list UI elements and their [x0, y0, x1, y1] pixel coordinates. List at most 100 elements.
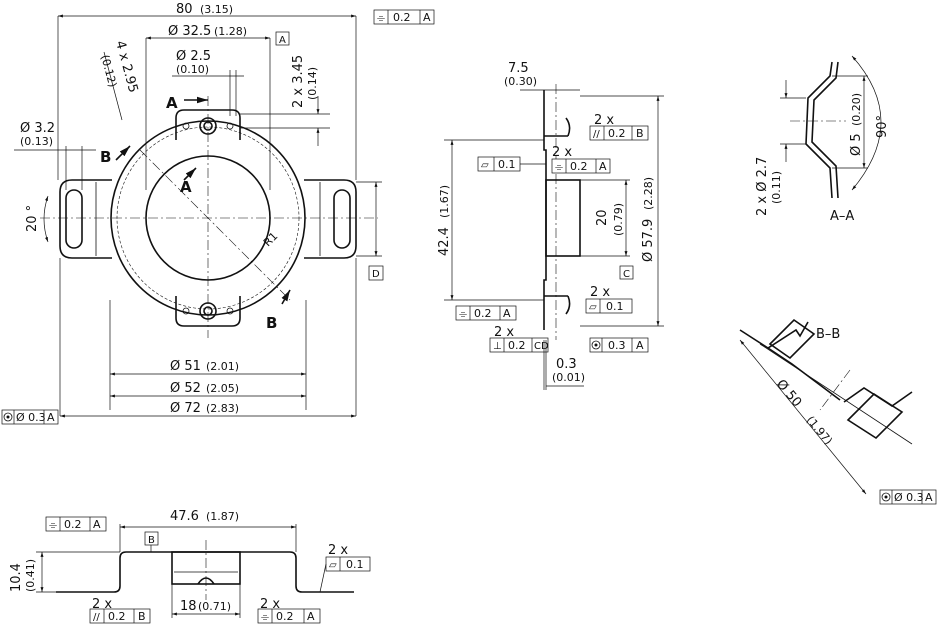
svg-text:Ø 0.3: Ø 0.3: [16, 411, 46, 424]
qty-2x: 2 x: [590, 285, 610, 300]
tol-frame-flatness-01-bottom: ▱ 0.1: [319, 556, 371, 593]
section-b-b: Ø 50 (1.97) B–B Ø 0.3 A: [739, 318, 937, 505]
tol-frame-sym-02-a-bottom-right: ⌯ 0.2 A: [257, 608, 321, 624]
dim-7-5-value: 7.5: [508, 61, 529, 76]
svg-text:⊥: ⊥: [493, 341, 502, 352]
section-b-label-left: B: [100, 148, 111, 166]
svg-text:A: A: [636, 339, 644, 352]
dim-32-5-inch: (1.28): [214, 25, 247, 38]
dim-0-3-value: 0.3: [556, 357, 577, 372]
right-slot: [333, 189, 351, 249]
svg-text:▱: ▱: [589, 302, 597, 313]
dim-20-inch: (0.79): [612, 203, 625, 236]
svg-text:▱: ▱: [329, 560, 337, 571]
svg-text:A: A: [925, 491, 933, 504]
dim-0-3-inch: (0.01): [552, 371, 585, 384]
qty-2x: 2 x: [328, 543, 348, 558]
dim-18-inch: (0.71): [198, 600, 231, 613]
svg-text:⌯: ⌯: [555, 162, 563, 173]
dim-5-value: Ø 5: [849, 133, 864, 156]
svg-text:B: B: [636, 127, 644, 140]
dim-72-value: Ø 72: [170, 401, 201, 416]
small-hole: [226, 307, 234, 315]
dim-18-value: 18: [180, 599, 197, 614]
section-a-arrow: [183, 167, 197, 181]
dim-47-6-inch: (1.87): [206, 510, 239, 523]
dim-7-5-inch: (0.30): [504, 75, 537, 88]
tol-frame-pos-03-a-side: 0.3 A: [589, 337, 649, 353]
leader-4x2-95: [103, 51, 123, 121]
dim-51-value: Ø 51: [170, 359, 201, 374]
dim-47-6-value: 47.6: [170, 509, 199, 524]
dim-57-9-inch: (2.28): [642, 177, 655, 210]
svg-text:A: A: [503, 307, 511, 320]
dim-57-9-value: Ø 57.9: [641, 219, 656, 262]
dim-72-inch: (2.83): [206, 402, 239, 415]
left-tab: [59, 179, 112, 259]
angle-20-arc: [43, 195, 49, 243]
svg-text:0.2: 0.2: [570, 160, 588, 173]
datum-d-box: [368, 265, 384, 281]
section-b-arrow: [115, 145, 131, 161]
dim-3-2-inch: (0.13): [20, 135, 53, 148]
right-tab: [304, 179, 357, 259]
dim-10-4-inch: (0.41): [24, 559, 37, 592]
side-view: 7.5 (0.30) 42.4 (1.67) 20 (0.79) C Ø 57.…: [437, 61, 664, 390]
tol-frame-phi03-a-bb: Ø 0.3 A: [879, 489, 937, 505]
tol-frame-parallel-02-b: // 0.2 B: [589, 125, 649, 141]
svg-text:0.2: 0.2: [474, 307, 492, 320]
diagonal-centerline: [139, 149, 291, 301]
section-b-label-right: B: [266, 314, 277, 332]
svg-text:B: B: [138, 610, 146, 623]
tol-frame-sym-02-a-lower: ⌯ 0.2 A: [455, 305, 517, 321]
datum-a-box: [275, 31, 290, 46]
dim-10-4-value: 10.4: [9, 563, 24, 592]
dim-2x3-45-value: 2 x 3.45: [291, 55, 306, 108]
dim-3-2-value: Ø 3.2: [20, 121, 55, 136]
datum-c-box: [619, 265, 634, 280]
tol-frame-perp-02-cd: ⊥ 0.2 CD: [489, 337, 549, 353]
svg-text:⌯: ⌯: [49, 520, 57, 531]
small-hole: [182, 307, 190, 315]
section-b-b-centerline: [819, 369, 851, 411]
svg-text:0.2: 0.2: [608, 127, 626, 140]
angle-90-arc: [851, 55, 882, 191]
dim-2x2-7-inch: (0.11): [770, 171, 783, 204]
dim-2x3-45-inch: (0.14): [306, 67, 319, 100]
section-a-a-profile: [805, 61, 833, 199]
side-lugs: [565, 117, 571, 315]
svg-text:⌯: ⌯: [261, 612, 269, 623]
dim-42-4-value: 42.4: [437, 227, 452, 256]
qty-2x: 2 x: [260, 597, 280, 612]
section-a-a: 2 x Ø 2.7 (0.11) Ø 5 (0.20) 90° A–A: [755, 55, 890, 224]
dim-20-value: 20: [595, 209, 610, 226]
section-a-label-center: A: [180, 178, 192, 196]
svg-text:CD: CD: [534, 341, 549, 352]
front-view: R1 80 (3.15) ⌯ 0.2 A Ø 32.5 (1.28) A Ø 2…: [1, 2, 435, 425]
tol-frame-flatness-01: ▱ 0.1: [477, 156, 546, 172]
datum-b-box: [144, 531, 159, 546]
tol-frame-02-a-top: ⌯ 0.2 A: [373, 9, 435, 25]
svg-text:0.2: 0.2: [108, 610, 126, 623]
angle-90-value: 90°: [875, 115, 890, 138]
dim-2-5-inch: (0.10): [176, 63, 209, 76]
svg-text:0.2: 0.2: [64, 518, 82, 531]
svg-text:0.3: 0.3: [608, 339, 626, 352]
left-slot: [65, 189, 83, 249]
section-b-arrow: [281, 289, 291, 305]
svg-text:A: A: [599, 160, 607, 173]
section-b-b-label: B–B: [816, 327, 840, 342]
side-hub: [545, 179, 581, 257]
dim-50-line: [739, 339, 867, 495]
bottom-view: 47.6 (1.87) ⌯ 0.2 A B 10.4 (0.41) 18 (0.…: [9, 509, 371, 624]
svg-text:0.2: 0.2: [276, 610, 294, 623]
dim-52-value: Ø 52: [170, 381, 201, 396]
qty-2x: 2 x: [92, 597, 112, 612]
qty-2x: 2 x: [494, 325, 514, 340]
dim-4x2-95-inch: (0.12): [98, 53, 119, 88]
dim-80-value: 80: [176, 2, 193, 17]
svg-text:0.1: 0.1: [498, 158, 516, 171]
dim-32-5-value: Ø 32.5: [168, 24, 211, 39]
section-b-b-upper-cup: [768, 318, 816, 360]
svg-text:⌯: ⌯: [459, 309, 467, 320]
